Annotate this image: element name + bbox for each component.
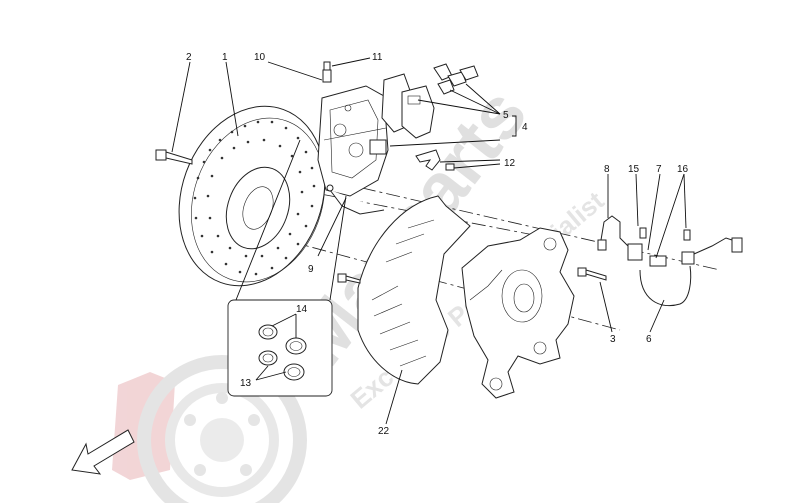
watermark-logo (112, 355, 307, 503)
callout-16: 16 (677, 164, 689, 175)
bleed-screw (322, 61, 332, 83)
brake-pipe (326, 184, 385, 215)
callout-6: 6 (646, 334, 652, 345)
front-direction-arrow (71, 429, 135, 475)
callout-2: 2 (186, 52, 192, 63)
callout-15: 15 (628, 164, 640, 175)
callout-13: 13 (240, 378, 252, 389)
callout-14: 14 (296, 304, 308, 315)
brake-pads (381, 73, 435, 139)
knuckle-bolt (577, 267, 607, 281)
pad-clips (433, 63, 479, 95)
callout-10: 10 (254, 52, 266, 63)
caliper-bolt (337, 273, 361, 284)
callout-9: 9 (308, 264, 314, 275)
callout-11: 11 (372, 52, 383, 63)
callout-1: 1 (222, 52, 228, 63)
brake-disc (178, 105, 326, 287)
leader-lines (171, 57, 687, 425)
callout-labels: 1 2 10 11 5 4 12 9 8 15 7 16 3 6 22 14 1… (186, 52, 689, 437)
callout-22: 22 (378, 426, 390, 437)
brake-hose (597, 215, 743, 307)
brake-caliper (317, 85, 389, 197)
caliper-seals (227, 299, 333, 397)
hose-bracket (415, 149, 455, 171)
callout-4: 4 (522, 122, 528, 133)
callout-12: 12 (504, 158, 516, 169)
callout-7: 7 (656, 164, 662, 175)
callout-5: 5 (503, 110, 509, 121)
dust-shield (357, 195, 471, 385)
callout-8: 8 (604, 164, 610, 175)
wheel-hub-knuckle (461, 227, 575, 399)
callout-3: 3 (610, 334, 616, 345)
disc-bolt (155, 149, 193, 165)
